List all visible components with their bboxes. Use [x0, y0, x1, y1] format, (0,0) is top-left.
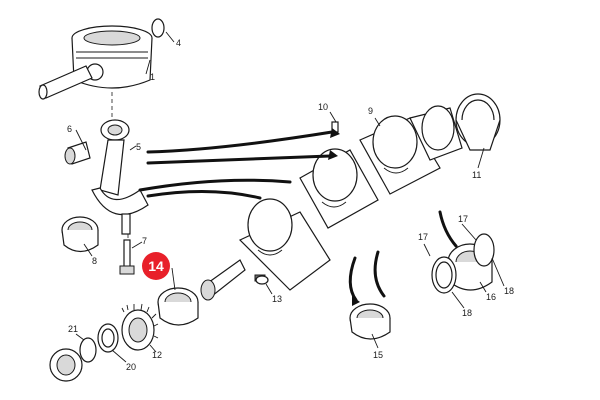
thrust-ring-left — [431, 256, 457, 294]
callout-label: 11 — [472, 170, 481, 180]
callout-label: 15 — [373, 350, 383, 360]
callout-label: 7 — [142, 236, 147, 246]
main-bearing-lower — [349, 303, 391, 340]
callout-label: 4 — [176, 38, 181, 48]
spacer — [97, 323, 119, 353]
woodruff-key — [255, 275, 269, 285]
thrust-ring-right — [473, 233, 495, 267]
connecting-rod — [91, 119, 149, 235]
rod-bearing — [61, 216, 99, 253]
gear — [121, 303, 159, 351]
crankshaft — [200, 105, 463, 301]
callout-label: 20 — [126, 362, 136, 372]
callout-label: 6 — [67, 124, 72, 134]
callout-label: 16 — [486, 292, 496, 302]
callout-label: 18 — [504, 286, 514, 296]
callout-label: 17 — [458, 214, 468, 224]
piston-pin-bush — [64, 141, 91, 165]
front-bushing — [157, 287, 199, 326]
rod-bolt — [119, 239, 135, 275]
callout-label: 13 — [272, 294, 282, 304]
callout-label: 1 — [150, 72, 155, 82]
callout-label: 17 — [418, 232, 428, 242]
piston — [71, 25, 153, 89]
callout-front-bushing-highlight[interactable]: 14 — [142, 252, 170, 280]
rear-bearing — [455, 93, 501, 151]
circlip — [151, 18, 165, 38]
callout-label: 14 — [148, 258, 164, 274]
callout-label: 9 — [368, 106, 373, 116]
callout-label: 12 — [152, 350, 162, 360]
callout-label: 21 — [68, 324, 78, 334]
seal-ring — [79, 337, 97, 363]
callout-label: 8 — [92, 256, 97, 266]
highlight-circle — [142, 252, 170, 280]
piston-pin — [38, 65, 93, 100]
callout-label: 10 — [318, 102, 328, 112]
callout-label: 5 — [136, 142, 141, 152]
front-seal — [49, 348, 83, 382]
callout-label: 18 — [462, 308, 472, 318]
